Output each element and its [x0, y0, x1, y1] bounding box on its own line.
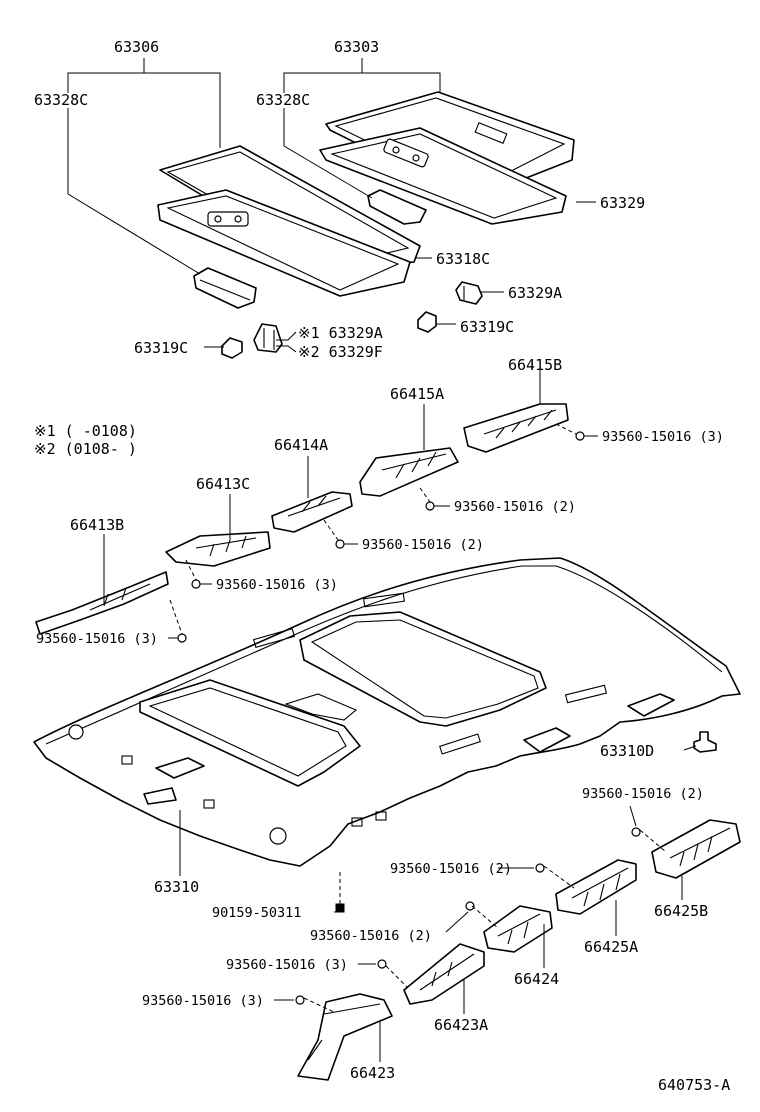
label-clip-66424: 93560-15016 (2): [310, 928, 432, 944]
headliner-63310: [33, 557, 741, 867]
label-63303: 63303: [334, 38, 379, 56]
retainer-66423: [297, 993, 393, 1081]
sunshade-63306: [157, 145, 421, 309]
label-63306: 63306: [114, 38, 159, 56]
label-63329F-note2: ※2 63329F: [298, 343, 383, 361]
label-63328C-right: 63328C: [256, 91, 310, 109]
diagram-reference: 640753-A: [658, 1076, 730, 1094]
label-63328C-left: 63328C: [34, 91, 88, 109]
label-66423: 66423: [350, 1064, 395, 1082]
footnote-2: ※2 (0108- ): [34, 440, 137, 458]
label-63318C: 63318C: [436, 250, 490, 268]
retainer-66413B: [35, 571, 169, 635]
label-clip-66425A: 93560-15016 (2): [390, 861, 512, 877]
label-63319C-left: 63319C: [134, 339, 188, 357]
pin-63310D: [693, 731, 717, 753]
leader-lines: [67, 108, 697, 1062]
cap-63319C-right: [417, 311, 437, 333]
cap-63319C-left: [221, 337, 243, 359]
label-63329: 63329: [600, 194, 645, 212]
bracket-63306: [67, 58, 221, 148]
label-63329A: 63329A: [508, 284, 562, 302]
retainer-66425A: [555, 859, 637, 915]
label-66423A: 66423A: [434, 1016, 488, 1034]
label-clip-66413C: 93560-15016 (3): [216, 577, 338, 593]
screw-90159-50311: [335, 872, 345, 913]
label-clip-66423A: 93560-15016 (3): [226, 957, 348, 973]
label-63319C-right: 63319C: [460, 318, 514, 336]
label-66414A: 66414A: [274, 436, 328, 454]
label-66425B: 66425B: [654, 902, 708, 920]
label-clip-66425B: 93560-15016 (2): [582, 786, 704, 802]
retainer-66424: [483, 905, 553, 953]
label-clip-66415B: 93560-15016 (3): [602, 429, 724, 445]
label-66413C: 66413C: [196, 475, 250, 493]
retainer-66425B: [651, 819, 741, 879]
assembly-lines: [169, 423, 667, 1013]
retainer-66414A: [271, 491, 353, 533]
label-63310: 63310: [154, 878, 199, 896]
sunshade-63303: [319, 91, 575, 225]
retainer-66415B: [463, 403, 569, 453]
label-clip-66415A: 93560-15016 (2): [454, 499, 576, 515]
footnote-1: ※1 ( -0108): [34, 422, 137, 440]
label-screw: 90159-50311: [212, 905, 301, 921]
retainer-66423A: [403, 943, 485, 1005]
clip-63329A-right: [455, 281, 483, 305]
label-66424: 66424: [514, 970, 559, 988]
label-clip-66413B: 93560-15016 (3): [36, 631, 158, 647]
label-66413B: 66413B: [70, 516, 124, 534]
label-clip-66414A: 93560-15016 (2): [362, 537, 484, 553]
retainer-66415A: [359, 447, 459, 497]
label-63329A-note1: ※1 63329A: [298, 324, 383, 342]
label-63310D: 63310D: [600, 742, 654, 760]
part-labels: 63306 63303 63328C 63328C 63329 63318C 6…: [34, 38, 730, 1094]
retainer-66413C: [165, 531, 271, 567]
label-66415A: 66415A: [390, 385, 444, 403]
label-66415B: 66415B: [508, 356, 562, 374]
bracket-63303: [283, 58, 441, 96]
label-clip-66423: 93560-15016 (3): [142, 993, 264, 1009]
label-66425A: 66425A: [584, 938, 638, 956]
clip-63329A-left: [253, 323, 283, 353]
clip-nuts: [177, 431, 641, 1005]
